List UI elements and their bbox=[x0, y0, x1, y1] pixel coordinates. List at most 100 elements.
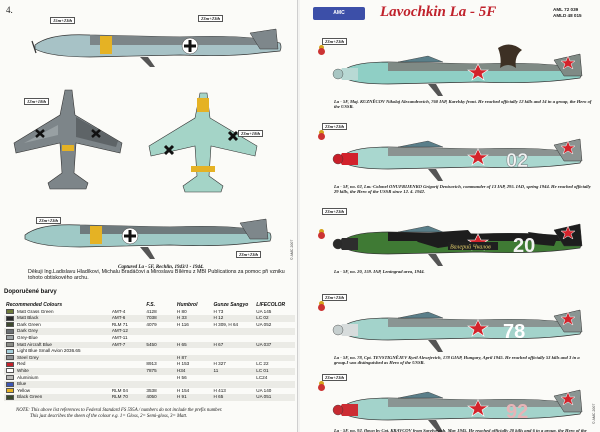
paint-humbrol bbox=[175, 381, 212, 388]
paint-lifecolor: LC24 bbox=[256, 374, 268, 380]
paint-name: White bbox=[17, 368, 29, 374]
red-star bbox=[467, 148, 489, 166]
red-star bbox=[560, 311, 576, 326]
red-star bbox=[467, 319, 489, 337]
paint-code: RLM 71 bbox=[111, 321, 128, 327]
paint-lifecolor: UA 140 bbox=[256, 387, 272, 393]
red-star bbox=[560, 225, 576, 240]
paint-lifecolor: UA 052 bbox=[256, 321, 272, 327]
col-gunze: Gunze Sangyo bbox=[213, 302, 249, 309]
paint-name-cell: Blue bbox=[4, 381, 110, 388]
paint-lifecolor bbox=[254, 348, 295, 355]
colour-swatch bbox=[6, 315, 14, 321]
paint-humbrol: H 80 bbox=[176, 308, 187, 314]
paint-fs: 4050 bbox=[146, 394, 157, 400]
page-number: 4. bbox=[6, 5, 13, 15]
paint-name: Dark Green bbox=[17, 321, 41, 327]
paint-name-cell: Steel Grey bbox=[4, 355, 110, 362]
colour-swatch bbox=[6, 341, 14, 347]
paint-name-cell: Matt Black bbox=[4, 315, 110, 322]
dim-label: 23m+23th bbox=[322, 38, 348, 46]
aircraft-caption: La - 5F, no. 78, Cpt. TEVSTIGNĚJEV Kyril… bbox=[334, 355, 580, 366]
aircraft-side-view: 78 bbox=[332, 309, 583, 352]
col-code bbox=[110, 302, 145, 309]
paint-lifecolor bbox=[254, 355, 295, 362]
paint-name-cell: Dark Green bbox=[4, 322, 110, 329]
tactical-number: 02 bbox=[506, 150, 528, 172]
paint-humbrol bbox=[175, 328, 212, 335]
paint-fs bbox=[144, 375, 175, 382]
dim-label: 23m+23th bbox=[36, 217, 62, 225]
paint-lifecolor: UA 145 bbox=[256, 308, 272, 314]
paint-code bbox=[110, 361, 145, 368]
captured-aircraft-side-view bbox=[31, 28, 282, 67]
fuselage-inscription: Валерий Чкалов bbox=[450, 244, 491, 251]
footnote-line-1: NOTE: This above list references to Fede… bbox=[16, 408, 223, 413]
red-star bbox=[560, 55, 576, 70]
tactical-number: 92 bbox=[506, 401, 528, 423]
paint-lifecolor: UA 037 bbox=[256, 341, 272, 347]
paint-table-row: Light Blue Small Avion 2036.65 bbox=[4, 348, 295, 355]
paint-name-cell: Matt Grass Green bbox=[4, 309, 110, 316]
tactical-number: 78 bbox=[503, 321, 525, 343]
colour-swatch bbox=[6, 322, 14, 328]
paint-lifecolor: LC 22 bbox=[256, 361, 269, 367]
red-star bbox=[560, 140, 576, 155]
paint-humbrol: H 56 bbox=[176, 374, 187, 380]
paint-code: RLM 70 bbox=[111, 394, 128, 400]
paint-name-cell: Matt Aircraft Blue bbox=[4, 342, 110, 349]
paint-humbrol: H 65 bbox=[176, 341, 187, 347]
paint-name-cell: Dark Grey bbox=[4, 328, 110, 335]
col-fs: F.S. bbox=[146, 302, 156, 309]
paint-gunze bbox=[212, 355, 255, 362]
paint-gunze: H 67 bbox=[213, 341, 224, 347]
paint-fs: 7038 bbox=[146, 315, 157, 321]
colour-swatch bbox=[6, 308, 14, 314]
paint-fs: 8913 bbox=[146, 361, 157, 367]
paint-gunze: 11 bbox=[213, 368, 219, 374]
dim-label: 15m+23th bbox=[50, 17, 76, 25]
paint-code bbox=[110, 375, 145, 382]
paint-code: AMT-12 bbox=[111, 328, 128, 334]
colour-swatch bbox=[6, 368, 14, 374]
paint-name-cell: Light Blue Small Avion 2036.65 bbox=[4, 348, 110, 355]
paint-code bbox=[110, 381, 145, 388]
table-title-cz: Doporučené barvy bbox=[4, 289, 57, 295]
paint-name: Black Green bbox=[17, 394, 43, 400]
colour-swatch bbox=[6, 335, 14, 341]
paint-lifecolor: LC 02 bbox=[256, 315, 269, 321]
left-side-copy: © AMC 2007 bbox=[290, 239, 294, 260]
col-humbrol: Humbrol bbox=[176, 302, 198, 309]
paint-code: AMT-7 bbox=[111, 341, 126, 347]
red-star bbox=[467, 399, 489, 417]
paint-gunze bbox=[212, 335, 255, 342]
footnote: NOTE: This above list references to Fede… bbox=[16, 408, 294, 420]
colour-swatch bbox=[6, 328, 14, 334]
paint-code bbox=[110, 355, 145, 362]
dim-label: 23m+23th bbox=[322, 374, 348, 382]
sheet-title: Lavochkin La - 5F bbox=[380, 4, 497, 20]
paint-name: Grey-Blue bbox=[17, 335, 38, 341]
paint-fs bbox=[144, 328, 175, 335]
paint-fs: 7875 bbox=[146, 368, 157, 374]
amc-logo: AMC bbox=[313, 7, 365, 20]
aircraft-side-view bbox=[332, 44, 583, 96]
paint-name: Matt Grass Green bbox=[17, 308, 54, 314]
aircraft-side-view: 02 bbox=[332, 138, 583, 181]
hero-medal bbox=[318, 133, 325, 140]
paint-name: Steel Grey bbox=[17, 354, 39, 360]
dim-label: 23m+23th bbox=[198, 15, 224, 23]
paint-fs: 3538 bbox=[146, 387, 157, 393]
paint-gunze bbox=[212, 375, 255, 382]
paint-name: Dark Grey bbox=[17, 328, 38, 334]
paint-table-row: Blue bbox=[4, 381, 295, 388]
paint-humbrol bbox=[175, 335, 212, 342]
paint-gunze: H 73 bbox=[213, 308, 224, 314]
kit-codes: AML 72 039 AMLD 48 015 bbox=[553, 7, 582, 18]
paint-gunze bbox=[212, 328, 255, 335]
hero-medal bbox=[318, 48, 325, 55]
